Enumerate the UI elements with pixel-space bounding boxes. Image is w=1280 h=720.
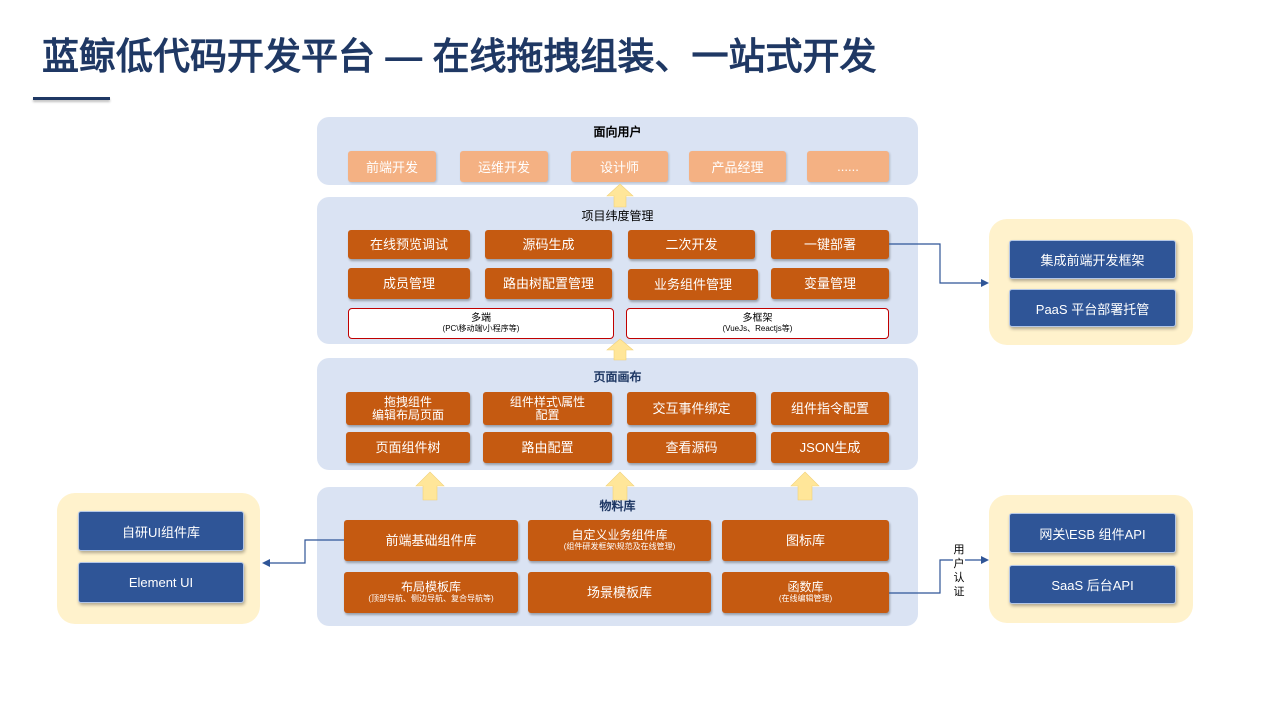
materials-panel-title: 物料库 bbox=[599, 499, 636, 513]
material-function-library-note: (在线编辑管理) bbox=[778, 594, 833, 603]
canvas-component-tree: 页面组件树 bbox=[346, 432, 470, 463]
multi-end-box: 多端 (PC\移动端\小程序等) bbox=[348, 308, 614, 339]
material-layout-templates-label: 布局模板库 bbox=[400, 580, 461, 594]
canvas-drag-components: 拖拽组件 编辑布局页面 bbox=[346, 392, 470, 425]
feature-route-tree-config: 路由树配置管理 bbox=[485, 268, 612, 299]
role-product-manager: 产品经理 bbox=[689, 151, 786, 182]
canvas-component-style-config: 组件样式\属性 配置 bbox=[483, 392, 612, 425]
material-custom-business-components-label: 自定义业务组件库 bbox=[571, 528, 668, 542]
feature-variable-management: 变量管理 bbox=[771, 268, 889, 299]
feature-member-management: 成员管理 bbox=[348, 268, 470, 299]
role-ops-dev: 运维开发 bbox=[460, 151, 548, 182]
canvas-json-generation: JSON生成 bbox=[771, 432, 889, 463]
feature-online-preview-debug: 在线预览调试 bbox=[348, 230, 470, 259]
canvas-panel-title: 页面画布 bbox=[593, 370, 642, 384]
canvas-drag-components-line2: 编辑布局页面 bbox=[371, 407, 444, 422]
ui-lib-element-ui: Element UI bbox=[78, 562, 244, 603]
ui-lib-self-developed: 自研UI组件库 bbox=[78, 511, 244, 551]
slide-title: 蓝鲸低代码开发平台 — 在线拖拽组装、一站式开发 bbox=[42, 36, 877, 77]
title-underline bbox=[33, 97, 110, 100]
material-layout-templates: 布局模板库 (顶部导航、侧边导航、复合导航等) bbox=[344, 572, 518, 613]
canvas-view-source: 查看源码 bbox=[627, 432, 756, 463]
role-designer: 设计师 bbox=[571, 151, 668, 182]
api-saas-backend: SaaS 后台API bbox=[1009, 565, 1176, 604]
arrowhead-icon bbox=[981, 556, 989, 564]
deploy-paas-hosting: PaaS 平台部署托管 bbox=[1009, 289, 1176, 327]
canvas-component-style-config-line2: 配置 bbox=[535, 407, 560, 422]
api-gateway-esb: 网关\ESB 组件API bbox=[1009, 513, 1176, 553]
role-more: ...... bbox=[807, 151, 889, 182]
feature-secondary-dev: 二次开发 bbox=[628, 230, 755, 259]
arrowhead-icon bbox=[262, 559, 270, 567]
multi-framework-box: 多框架 (VueJs、Reactjs等) bbox=[626, 308, 889, 339]
material-scene-templates: 场景模板库 bbox=[528, 572, 711, 613]
feature-source-generation: 源码生成 bbox=[485, 230, 612, 259]
material-icon-library: 图标库 bbox=[722, 520, 889, 561]
material-basic-components: 前端基础组件库 bbox=[344, 520, 518, 561]
canvas-drag-components-line1: 拖拽组件 bbox=[383, 394, 432, 409]
material-layout-templates-note: (顶部导航、侧边导航、复合导航等) bbox=[368, 594, 494, 603]
canvas-directive-config: 组件指令配置 bbox=[771, 392, 889, 425]
role-frontend-dev: 前端开发 bbox=[348, 151, 436, 182]
auth-connector-label: 用户认证 bbox=[953, 543, 965, 599]
multi-framework-label: 多框架 bbox=[742, 313, 773, 324]
canvas-event-binding: 交互事件绑定 bbox=[627, 392, 756, 425]
arrowhead-icon bbox=[981, 279, 989, 287]
feature-one-click-deploy: 一键部署 bbox=[771, 230, 889, 259]
material-custom-business-components: 自定义业务组件库 (组件研发框架\规范及在线管理) bbox=[528, 520, 711, 561]
feature-business-component-management: 业务组件管理 bbox=[628, 269, 758, 300]
material-custom-business-components-note: (组件研发框架\规范及在线管理) bbox=[563, 542, 676, 551]
users-panel-title: 面向用户 bbox=[593, 125, 642, 139]
multi-end-note: (PC\移动端\小程序等) bbox=[442, 324, 520, 333]
deploy-integrated-framework: 集成前端开发框架 bbox=[1009, 240, 1176, 279]
multi-framework-note: (VueJs、Reactjs等) bbox=[722, 324, 793, 333]
multi-end-label: 多端 bbox=[471, 313, 491, 324]
material-function-library: 函数库 (在线编辑管理) bbox=[722, 572, 889, 613]
canvas-route-config: 路由配置 bbox=[483, 432, 612, 463]
project-panel-title: 项目纬度管理 bbox=[581, 209, 654, 223]
material-function-library-label: 函数库 bbox=[787, 580, 824, 594]
canvas-component-style-config-line1: 组件样式\属性 bbox=[509, 394, 586, 409]
